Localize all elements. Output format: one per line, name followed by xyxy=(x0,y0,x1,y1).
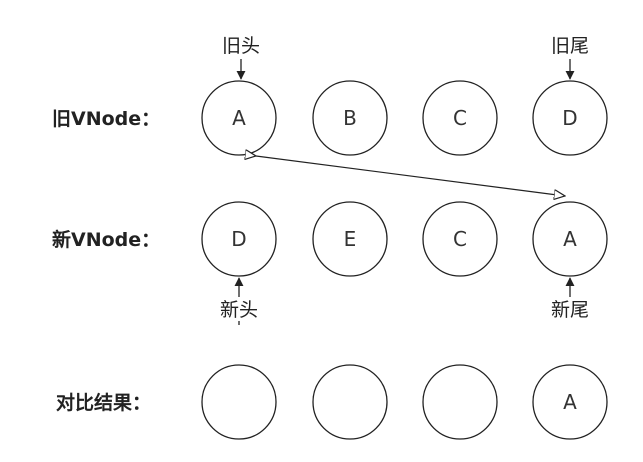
old-node-4: D xyxy=(532,80,608,156)
result-node-4: A xyxy=(532,364,608,440)
new-node-1-label: D xyxy=(231,227,246,251)
new-node-3: C xyxy=(422,201,498,277)
new-vnode-row: D E C A xyxy=(201,201,608,277)
result-node-1 xyxy=(201,364,277,440)
new-node-3-label: C xyxy=(453,227,467,251)
old-node-3: C xyxy=(422,80,498,156)
old-vnode-row-label: 旧VNode： xyxy=(52,108,160,130)
result-row: A xyxy=(201,364,608,440)
old-node-1: A xyxy=(201,80,277,156)
result-node-2 xyxy=(312,364,388,440)
result-node-4-label: A xyxy=(563,390,577,414)
old-vnode-row: A B C D xyxy=(201,80,608,156)
result-node-3 xyxy=(422,364,498,440)
new-vnode-row-label: 新VNode： xyxy=(52,228,160,251)
compare-result-row-label: 对比结果： xyxy=(56,391,151,414)
new-node-2-label: E xyxy=(344,227,357,251)
new-node-2: E xyxy=(312,201,388,277)
new-node-1: D xyxy=(201,201,277,277)
old-node-2-label: B xyxy=(343,106,357,130)
old-node-1-label: A xyxy=(232,106,246,130)
old-node-2: B xyxy=(312,80,388,156)
old-tail-pointer-label: 旧尾 xyxy=(551,35,589,57)
new-node-4: A xyxy=(532,201,608,277)
old-node-3-label: C xyxy=(453,106,467,130)
old-node-4-label: D xyxy=(562,106,577,130)
head-tail-compare-arrow xyxy=(256,156,565,196)
new-head-pointer-label: 新头 xyxy=(220,299,258,321)
new-tail-pointer-label: 新尾 xyxy=(551,299,589,321)
new-node-4-label: A xyxy=(563,227,577,251)
old-head-pointer-label: 旧头 xyxy=(222,35,260,57)
